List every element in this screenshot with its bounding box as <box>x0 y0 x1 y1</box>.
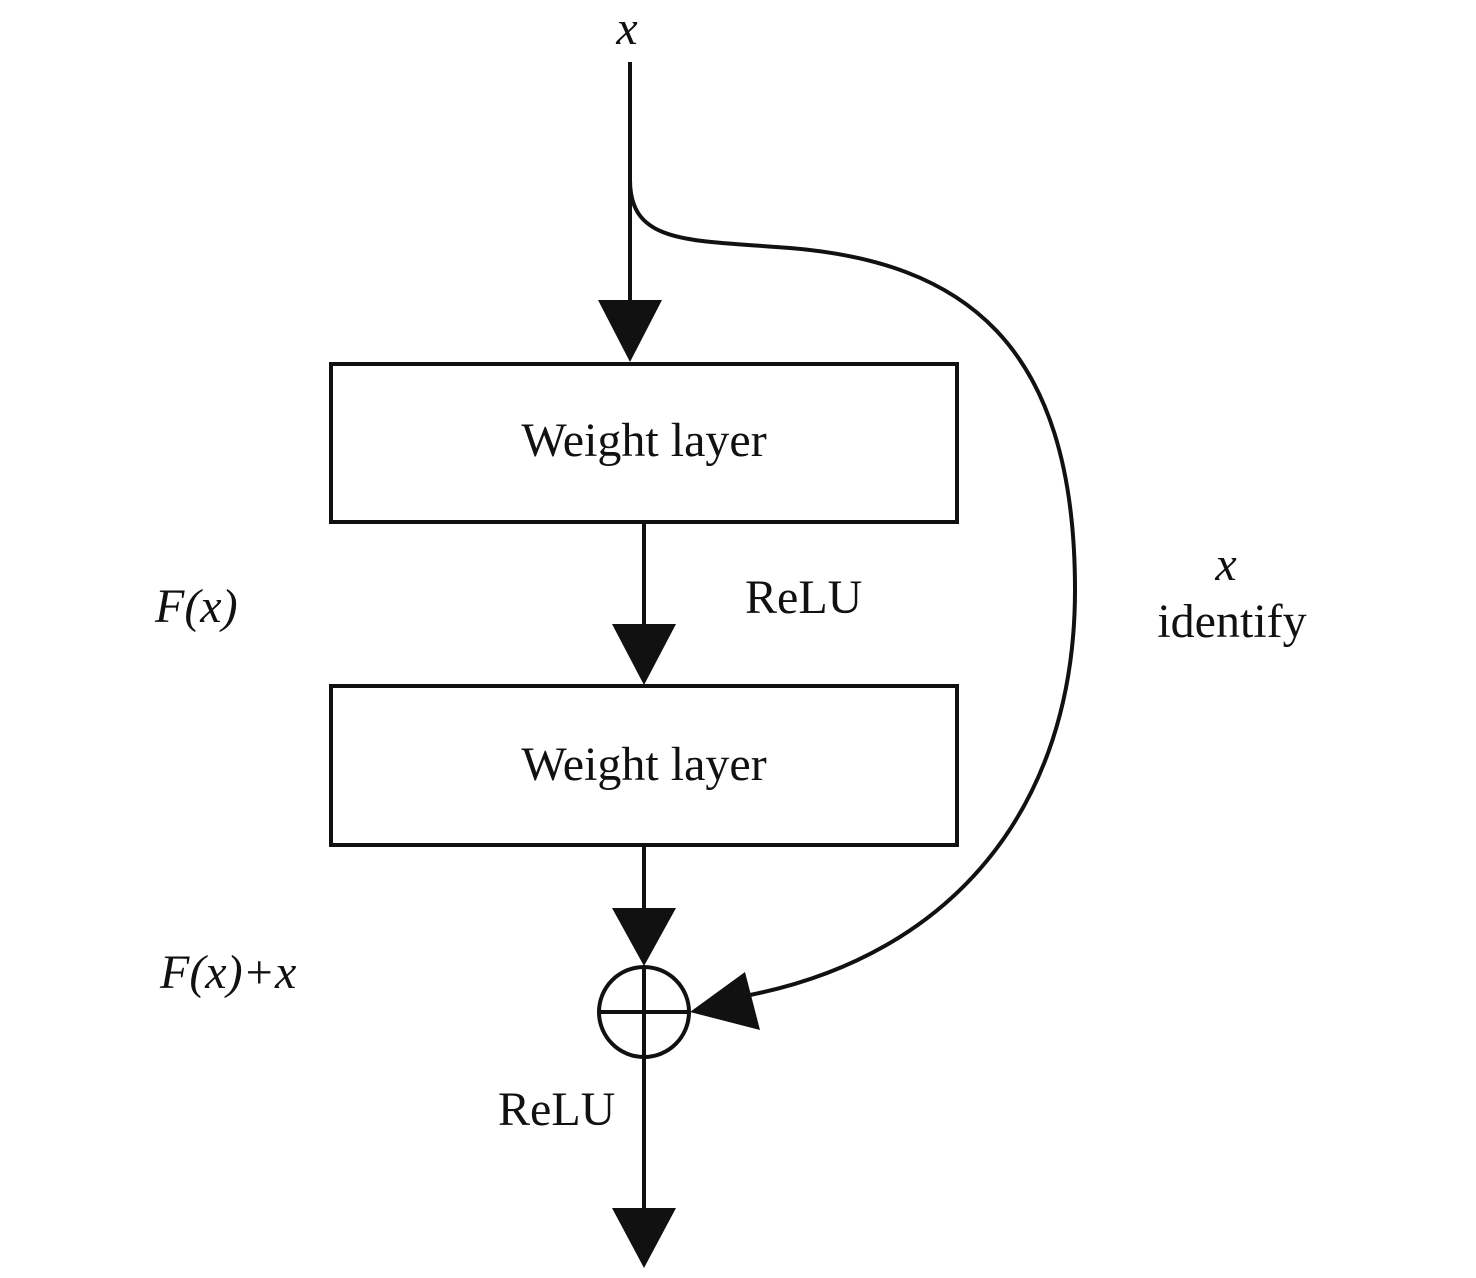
fx-plus-x-label: F(x)+x <box>159 946 296 999</box>
shortcut-x-label: x <box>1214 538 1236 591</box>
arrowhead-down-icon <box>612 908 676 966</box>
arrowhead-left-icon <box>690 972 760 1030</box>
relu-mid-label: ReLU <box>745 571 862 624</box>
arrowhead-down-icon <box>612 1208 676 1268</box>
arrowhead-down-icon <box>612 624 676 685</box>
relu-out-label: ReLU <box>498 1083 615 1136</box>
weight-layer-2-label: Weight layer <box>521 738 766 791</box>
fx-label: F(x) <box>154 580 238 633</box>
shortcut-identify-label: identify <box>1157 595 1306 648</box>
input-x-label: x <box>615 2 637 55</box>
weight-layer-1-label: Weight layer <box>521 414 766 467</box>
arrowhead-down-icon <box>598 300 662 362</box>
identity-shortcut-curve <box>628 179 1078 997</box>
